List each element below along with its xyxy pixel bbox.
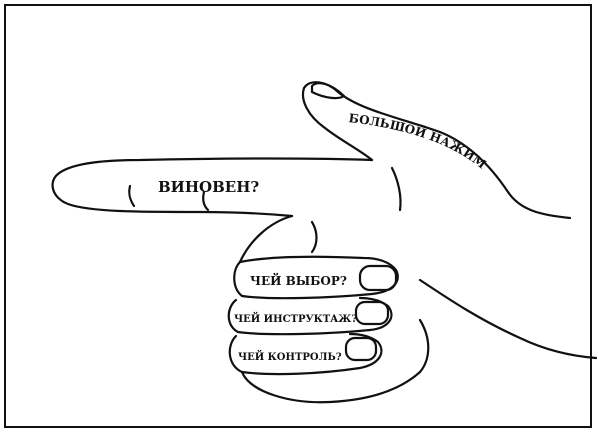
hand-back-outline xyxy=(420,280,596,358)
fingernail-1 xyxy=(360,266,396,290)
label-thumb: БОЛЬШОЙ НАЖИМ xyxy=(348,111,489,171)
label-finger-1: ЧЕЙ ВЫБОР? xyxy=(250,272,347,288)
label-finger-3: ЧЕЙ КОНТРОЛЬ? xyxy=(238,350,342,363)
label-thumb-path: БОЛЬШОЙ НАЖИМ xyxy=(348,111,489,171)
label-index-finger: ВИНОВЕН? xyxy=(158,178,259,196)
fingernail-3 xyxy=(346,338,376,360)
palm-crease xyxy=(312,222,317,252)
thumb-crease xyxy=(392,168,401,210)
thumb-outline xyxy=(303,82,570,218)
label-finger-2: ЧЕЙ ИНСТРУКТАЖ? xyxy=(234,312,357,325)
fingernail-2 xyxy=(356,302,388,324)
thumbnail-outline xyxy=(312,83,344,98)
knuckle-crease-1 xyxy=(129,186,134,206)
palm-outline xyxy=(240,216,292,262)
